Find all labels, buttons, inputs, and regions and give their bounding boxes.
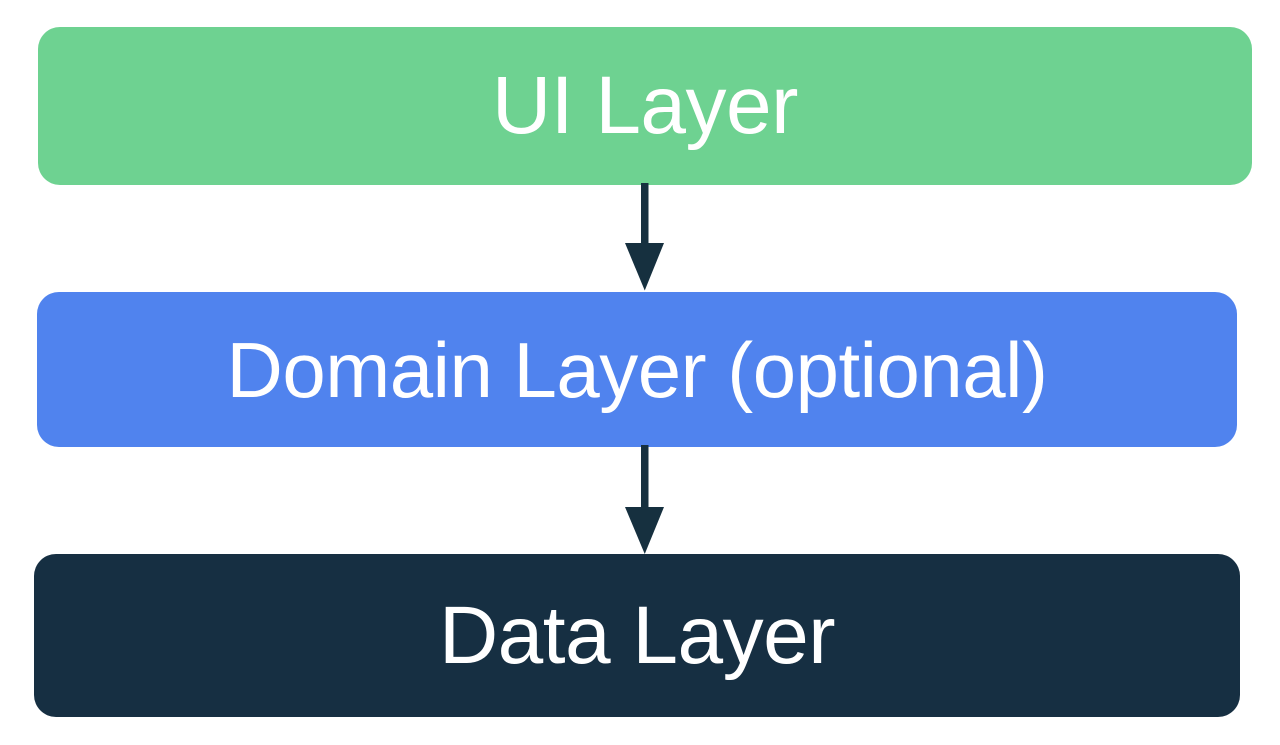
layer-label-ui-layer: UI Layer	[492, 60, 798, 151]
layer-box-data-layer[interactable]: Data Layer	[34, 554, 1240, 717]
layer-box-domain-layer[interactable]: Domain Layer (optional)	[37, 292, 1237, 447]
arrow-ui-layer-to-domain-layer-icon	[625, 183, 664, 291]
layer-label-data-layer: Data Layer	[438, 589, 836, 681]
layer-label-domain-layer: Domain Layer (optional)	[226, 325, 1048, 414]
arrow-domain-layer-to-data-layer-icon	[625, 445, 664, 554]
layer-box-ui-layer[interactable]: UI Layer	[38, 27, 1252, 185]
